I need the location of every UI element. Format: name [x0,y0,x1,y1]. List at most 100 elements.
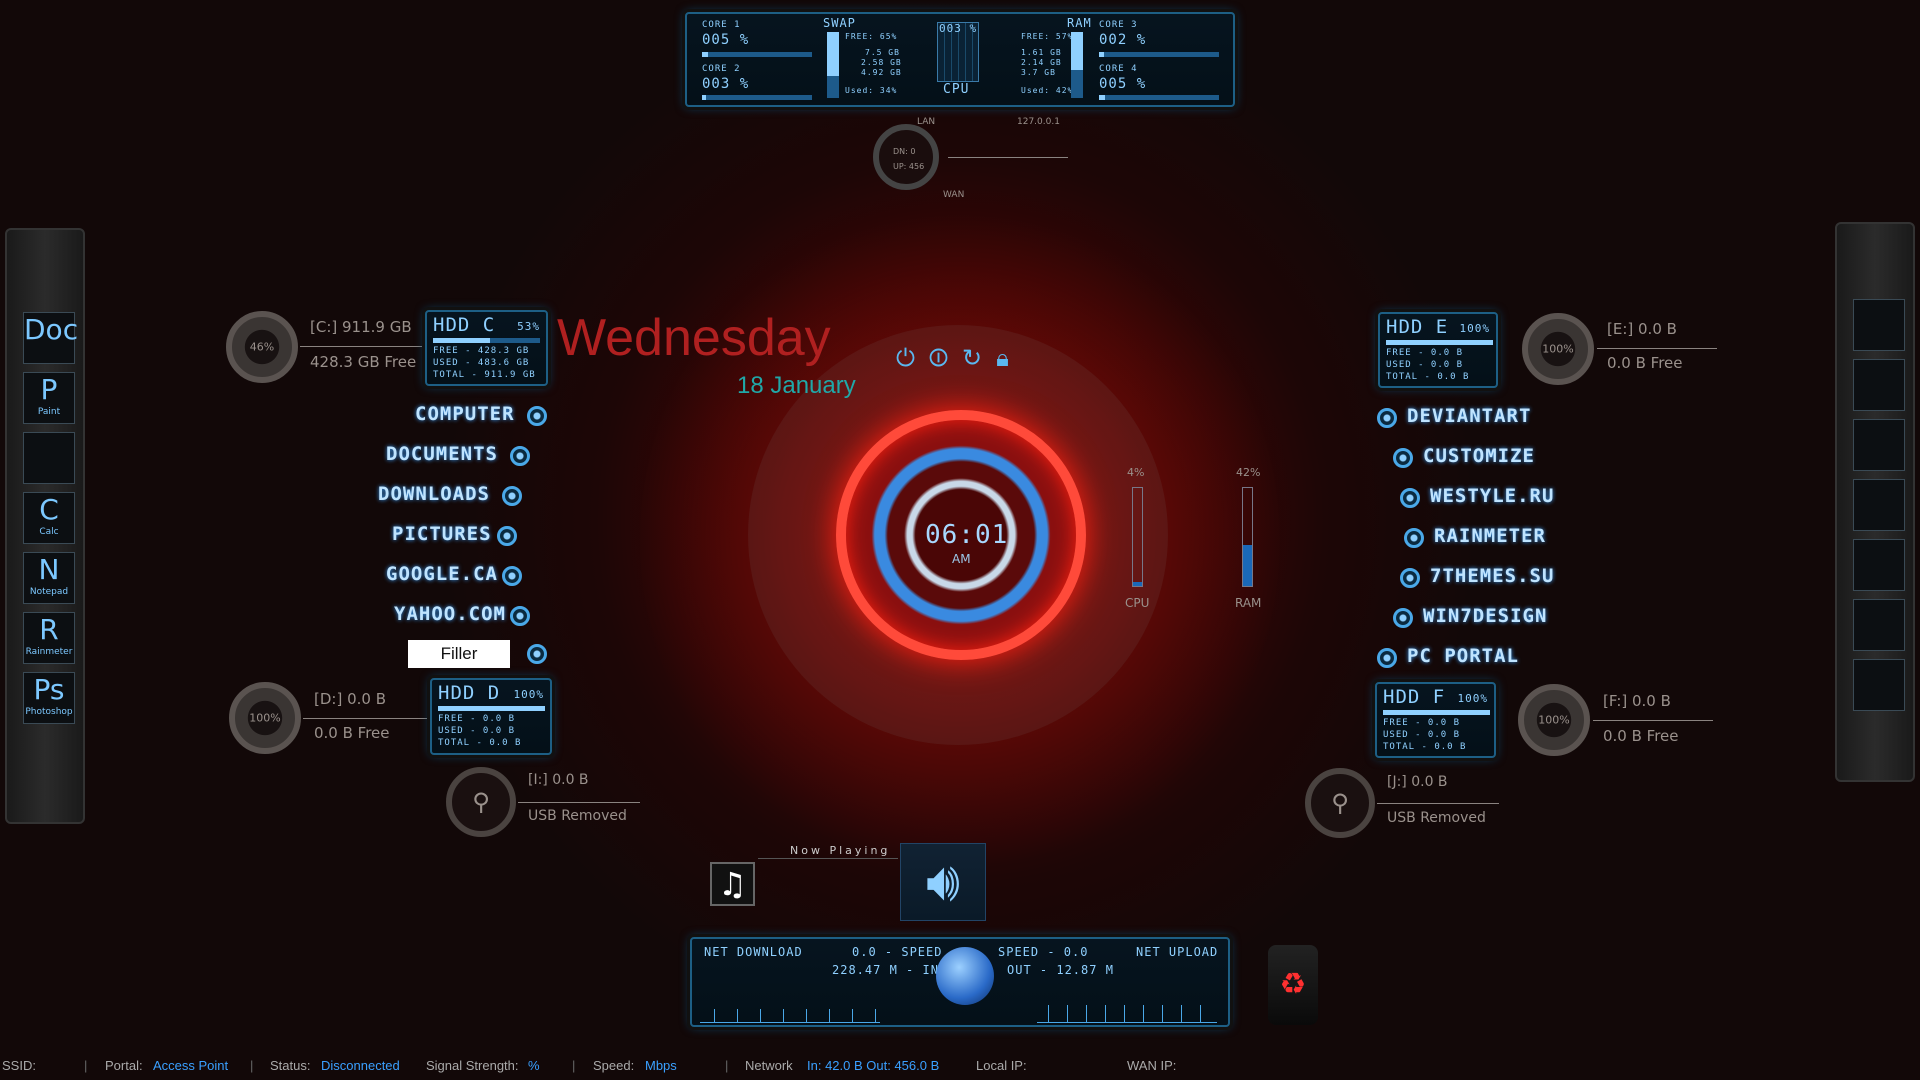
empty-slot[interactable] [1853,539,1905,591]
music-note-icon[interactable]: ♫ [710,862,755,906]
link-icon[interactable] [1377,408,1397,428]
separator: | [725,1058,729,1073]
signal-value: % [528,1058,540,1073]
separator: | [84,1058,88,1073]
hdd-total: TOTAL - 0.0 B [1383,742,1467,752]
globe-icon [936,947,994,1005]
empty-slot[interactable] [1853,299,1905,351]
core2-bar [702,95,812,100]
empty-slot[interactable] [1853,659,1905,711]
swap-label: SWAP [823,16,856,30]
link-icon[interactable] [1400,488,1420,508]
link-documents[interactable]: DOCUMENTS [386,443,498,465]
link-icon[interactable] [1400,568,1420,588]
drive-j-status: USB Removed [1387,810,1486,826]
link-deviantart[interactable]: DEVIANTART [1407,405,1532,427]
usb-icon: ⚲ [1331,789,1349,817]
cpu-value: 003 % [939,22,978,35]
dock-shortcut[interactable] [23,432,75,484]
empty-slot[interactable] [1853,479,1905,531]
signal-label: Signal Strength: [426,1058,519,1073]
link-customize[interactable]: CUSTOMIZE [1423,445,1535,467]
clock-time: 06:01 [925,520,1009,550]
now-playing-label: Now Playing [790,844,891,857]
link-computer[interactable]: COMPUTER [415,403,515,425]
drive-e-ring-value: 100% [1542,342,1574,356]
usb-i-ring: ⚲ [446,767,516,837]
link-westyleru[interactable]: WESTYLE.RU [1430,485,1555,507]
ram-bar [1071,32,1083,98]
ip-address: 127.0.0.1 [1017,117,1060,127]
upload-graph [1037,1005,1217,1023]
dock-shortcut[interactable]: Doc [23,312,78,364]
lock-icon[interactable]: 🔒︎ [996,344,1009,372]
drive-f-title: [F:] 0.0 B [1603,692,1671,710]
core3-label: CORE 3 [1099,20,1138,30]
cpu-graph [937,22,979,82]
link-rainmeter[interactable]: RAINMETER [1434,525,1546,547]
network-value: In: 42.0 B Out: 456.0 B [807,1058,940,1073]
upload-speed: SPEED - 0.0 [998,945,1089,959]
hdd-usage-bar [1386,340,1493,345]
drive-f-ring-value: 100% [1538,713,1570,727]
link-icon[interactable] [527,644,547,664]
link-downloads[interactable]: DOWNLOADS [378,483,490,505]
link-icon[interactable] [1404,528,1424,548]
ram-total: 1.61 GB [1021,48,1062,57]
core3-bar [1099,52,1219,57]
ram-label: RAM [1067,16,1092,30]
system-monitor-widget: CORE 1 005 % CORE 2 003 % SWAP FREE: 65%… [685,12,1235,107]
shutdown-icon[interactable]: ⏼ [928,344,948,372]
hdd-used: USED - 483.6 GB [433,358,530,368]
link-icon[interactable] [502,486,522,506]
divider [1377,803,1499,804]
link-pcportal[interactable]: PC PORTAL [1407,645,1519,667]
link-icon[interactable] [510,606,530,626]
drive-f-ring: 100% [1518,684,1590,756]
power-icon[interactable]: ⏻ [896,344,915,372]
cpu-meter-label: CPU [1125,596,1150,610]
speed-value: Mbps [645,1058,677,1073]
divider [948,157,1068,158]
link-icon[interactable] [510,446,530,466]
empty-slot[interactable] [1853,359,1905,411]
power-controls: ⏻ ⏼ ↻ 🔒︎ [896,344,1009,372]
dock-shortcut-letter: N [38,553,60,586]
link-icon[interactable] [497,526,517,546]
empty-slot[interactable] [1853,599,1905,651]
filler-input[interactable]: Filler [408,640,510,668]
usb-icon: ⚲ [472,788,490,816]
link-icon[interactable] [1377,648,1397,668]
link-icon[interactable] [1393,608,1413,628]
volume-icon[interactable]: 🔊︎ [900,843,986,921]
ram-used: Used: 42% [1021,86,1074,95]
link-yahoocom[interactable]: YAHOO.COM [394,603,506,625]
link-7themessu[interactable]: 7THEMES.SU [1430,565,1555,587]
link-icon[interactable] [1393,448,1413,468]
cpu-meter [1132,487,1143,587]
link-win7design[interactable]: WIN7DESIGN [1423,605,1548,627]
empty-slot[interactable] [1853,419,1905,471]
drive-j-title: [J:] 0.0 B [1387,774,1448,790]
wan-ip-label: WAN IP: [1127,1058,1177,1073]
restart-icon[interactable]: ↻ [961,344,983,372]
link-icon[interactable] [502,566,522,586]
recycle-bin-icon[interactable]: ♻ [1268,945,1318,1025]
divider [1597,348,1717,349]
dock-shortcut-letter: C [39,493,59,526]
drive-e-title: [E:] 0.0 B [1607,320,1677,338]
link-icon[interactable] [527,406,547,426]
core1-bar [702,52,812,57]
link-googleca[interactable]: GOOGLE.CA [386,563,498,585]
swap-used-amount: 2.58 GB [861,58,902,67]
core1-label: CORE 1 [702,20,741,30]
link-pictures[interactable]: PICTURES [392,523,492,545]
swap-total: 7.5 GB [865,48,900,57]
ssid-label: SSID: [2,1058,36,1073]
